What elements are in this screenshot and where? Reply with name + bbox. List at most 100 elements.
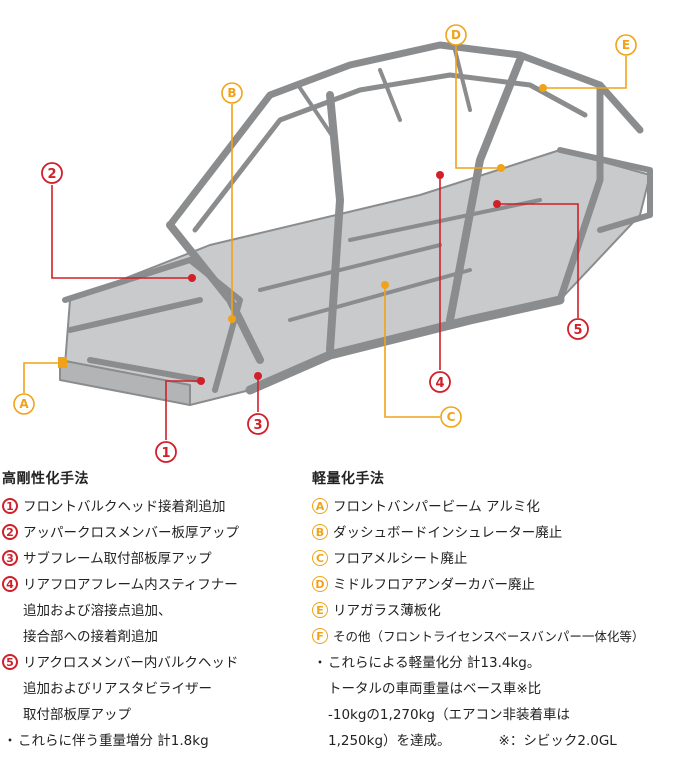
red-callouts <box>41 162 589 463</box>
lightweight-note: ・ これらによる軽量化分 計13.4kg。 トータルの車両重量はベース車※比 -… <box>312 650 680 754</box>
rigidity-item-5-line-1: リアクロスメンバー内バルクヘッド <box>23 655 239 671</box>
badge-e: E <box>312 602 328 618</box>
lightweight-item-d-text: ミドルフロアアンダーカバー廃止 <box>333 577 535 593</box>
b-pillar <box>326 91 344 354</box>
orange-callouts <box>13 24 637 428</box>
lightweight-section: 軽量化手法 A フロントバンパービーム アルミ化 B ダッシュボードインシュレー… <box>312 468 680 754</box>
rigidity-item-1-text: フロントバルクヘッド接着剤追加 <box>23 499 226 515</box>
rigidity-note-text: これらに伴う重量増分 計1.8kg <box>18 733 209 749</box>
leader-A <box>23 362 62 393</box>
badge-f: F <box>312 628 328 644</box>
orange-callout-labels: A B C D E <box>19 28 630 424</box>
dot-C <box>381 281 389 289</box>
badge-c: C <box>312 550 328 566</box>
rigidity-item-2: 2 アッパークロスメンバー板厚アップ <box>2 520 302 546</box>
dot-5 <box>493 200 501 208</box>
callout-B <box>221 82 243 104</box>
car-body-frame <box>59 41 653 406</box>
lightweight-item-b: B ダッシュボードインシュレーター廃止 <box>312 520 680 546</box>
leader-5 <box>497 203 579 318</box>
rigidity-item-2-text: アッパークロスメンバー板厚アップ <box>23 525 239 541</box>
lightweight-title: 軽量化手法 <box>312 471 385 487</box>
front-frame <box>62 257 243 393</box>
car-body-diagram: 1 2 3 4 5 A B C D E <box>13 24 653 463</box>
rigidity-item-3-text: サブフレーム取付部板厚アップ <box>23 551 212 567</box>
callout-label-2: 2 <box>47 167 56 182</box>
callout-D <box>445 24 467 46</box>
leader-D <box>455 46 501 169</box>
leader-C <box>384 285 440 418</box>
front-bumper <box>59 359 191 406</box>
rigidity-note-bullet: ・ <box>3 733 17 749</box>
lightweight-note-line-2: トータルの車両重量はベース車※比 <box>328 681 542 697</box>
c-pillar <box>446 56 524 324</box>
callout-label-4: 4 <box>435 376 444 391</box>
lightweight-footnote: ※：シビック2.0GL <box>498 733 617 749</box>
rigidity-title: 高剛性化手法 <box>2 471 89 487</box>
callout-1 <box>155 441 177 463</box>
lightweight-item-c: C フロアメルシート廃止 <box>312 546 680 572</box>
rear-frame <box>557 147 653 233</box>
callout-label-A: A <box>19 397 29 411</box>
badge-1: 1 <box>2 498 18 514</box>
callout-label-1: 1 <box>161 446 170 461</box>
lightweight-item-e: E リアガラス薄板化 <box>312 598 680 624</box>
callout-2 <box>41 162 63 184</box>
rigidity-item-5-line-2: 追加およびリアスタビライザー <box>23 681 212 697</box>
red-callout-labels: 1 2 3 4 5 <box>47 167 582 461</box>
leader-2 <box>51 185 192 279</box>
callout-E <box>615 34 637 56</box>
lightweight-note-line-3: -10kgの1,270kg（エアコン非装着車は <box>328 707 570 723</box>
lightweight-item-d: D ミドルフロアアンダーカバー廃止 <box>312 572 680 598</box>
rigidity-section: 高剛性化手法 1 フロントバルクヘッド接着剤追加 2 アッパークロスメンバー板厚… <box>2 468 302 754</box>
dot-2 <box>188 274 196 282</box>
dot-B <box>228 315 236 323</box>
side-sill <box>245 295 565 395</box>
lightweight-item-a: A フロントバンパービーム アルミ化 <box>312 494 680 520</box>
badge-a: A <box>312 498 328 514</box>
badge-b: B <box>312 524 328 540</box>
roof-bow <box>298 48 472 142</box>
badge-4: 4 <box>2 576 18 592</box>
lightweight-note-line-1: これらによる軽量化分 計13.4kg。 <box>328 655 541 671</box>
leader-1 <box>165 380 201 440</box>
lightweight-item-f: F その他（フロントライセンスベースバンパー一体化等） <box>312 624 680 650</box>
badge-5: 5 <box>2 654 18 670</box>
leader-E <box>543 56 627 89</box>
rigidity-item-5: 5 リアクロスメンバー内バルクヘッド 追加およびリアスタビライザー 取付部板厚ア… <box>2 650 302 728</box>
orange-target-dots <box>58 84 547 368</box>
badge-d: D <box>312 576 328 592</box>
dot-4 <box>436 171 444 179</box>
callout-label-E: E <box>622 38 630 52</box>
rigidity-note: ・ これらに伴う重量増分 計1.8kg <box>2 728 302 754</box>
dot-3 <box>254 372 262 380</box>
callout-label-D: D <box>451 28 461 42</box>
red-target-dots <box>188 171 501 385</box>
rigidity-item-4-line-3: 接合部への接着剤追加 <box>23 629 158 645</box>
lightweight-note-bullet: ・ <box>313 655 327 671</box>
dot-E <box>539 84 547 92</box>
rigidity-item-1: 1 フロントバルクヘッド接着剤追加 <box>2 494 302 520</box>
lightweight-item-e-text: リアガラス薄板化 <box>333 603 441 619</box>
lightweight-note-line-4-row: 1,250kg）を達成。 ※：シビック2.0GL <box>328 728 617 754</box>
rigidity-item-5-line-3: 取付部板厚アップ <box>23 707 131 723</box>
rigidity-item-3: 3 サブフレーム取付部板厚アップ <box>2 546 302 572</box>
lightweight-item-b-text: ダッシュボードインシュレーター廃止 <box>333 525 563 541</box>
badge-3: 3 <box>2 550 18 566</box>
a-pillar <box>166 221 264 364</box>
callout-4 <box>429 371 451 393</box>
lightweight-item-c-text: フロアメルシート廃止 <box>333 551 468 567</box>
lightweight-item-a-text: フロントバンパービーム アルミ化 <box>333 499 540 515</box>
dot-D <box>497 164 505 172</box>
badge-2: 2 <box>2 524 18 540</box>
roof-inner <box>192 72 588 233</box>
callout-5 <box>567 318 589 340</box>
callout-label-B: B <box>227 86 236 100</box>
rigidity-item-4-line-2: 追加および溶接点追加、 <box>23 603 172 619</box>
callout-A <box>13 393 35 415</box>
rear-pillar <box>556 81 604 304</box>
callout-C <box>440 406 462 428</box>
callout-label-5: 5 <box>573 323 582 338</box>
rigidity-item-4: 4 リアフロアフレーム内スティフナー 追加および溶接点追加、 接合部への接着剤追… <box>2 572 302 650</box>
lightweight-note-line-4: 1,250kg）を達成。 <box>328 733 451 749</box>
